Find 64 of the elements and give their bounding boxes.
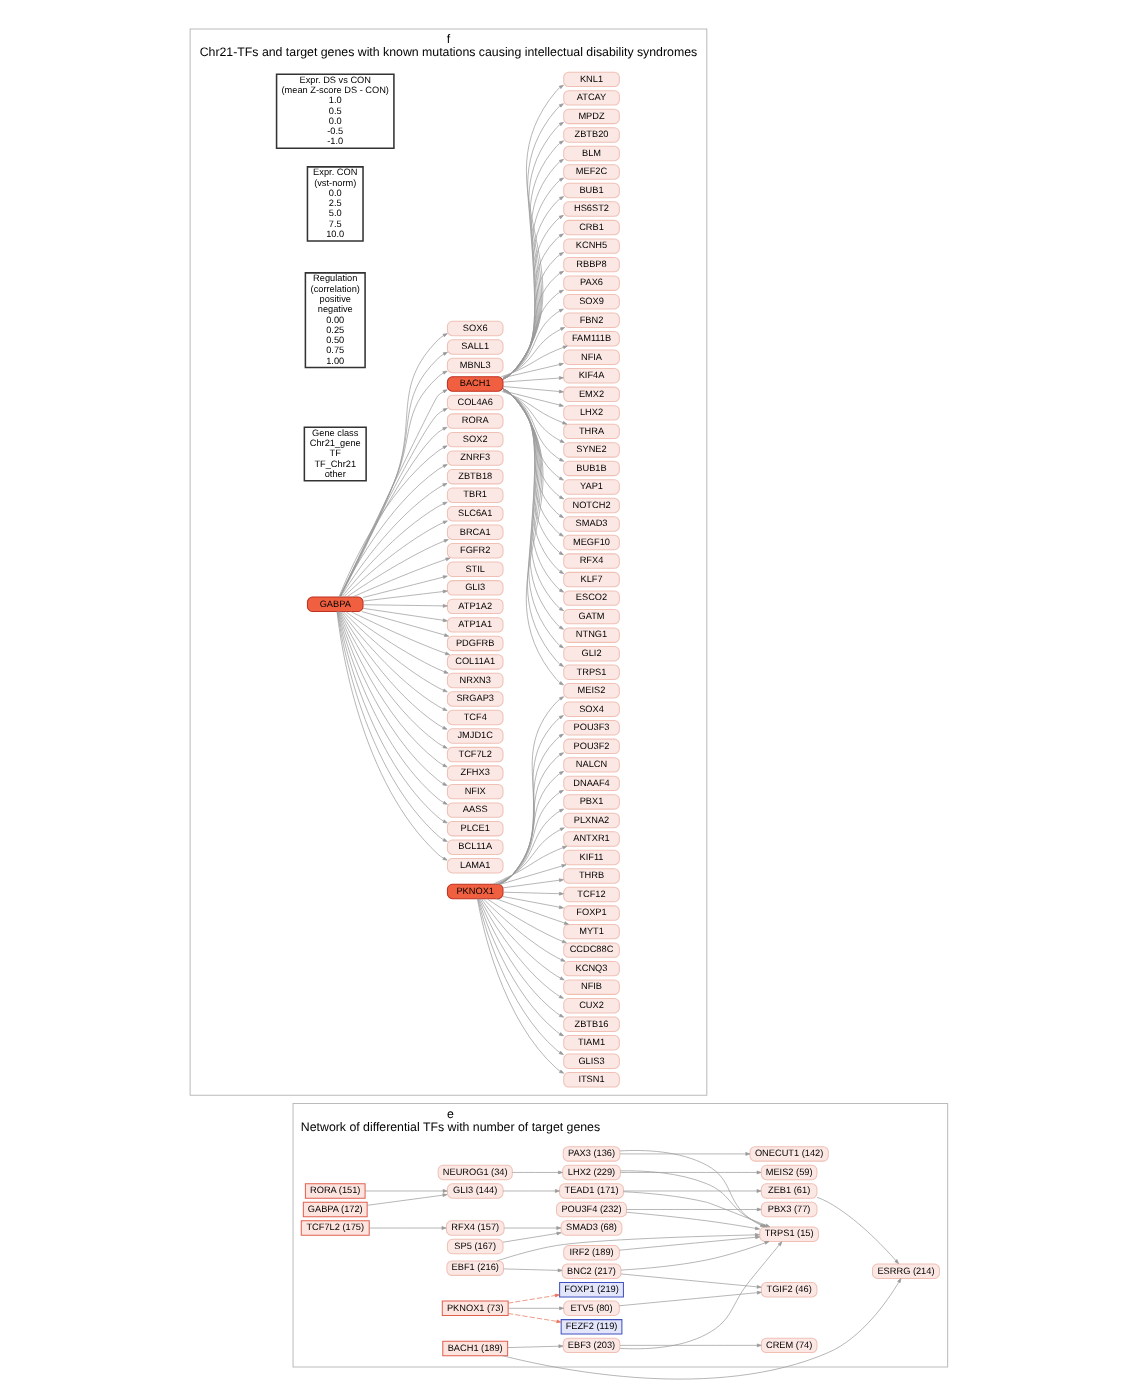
arrow	[501, 1189, 559, 1193]
arrow	[360, 611, 449, 637]
arrow	[342, 520, 447, 597]
arrow	[625, 1211, 759, 1231]
arrow	[340, 611, 447, 711]
arrow	[501, 878, 563, 889]
arrow	[502, 1226, 561, 1230]
arrow	[365, 1193, 447, 1206]
arrow	[619, 1170, 761, 1175]
arrow	[501, 389, 564, 462]
arrow	[618, 1290, 761, 1307]
arrow	[361, 575, 447, 598]
arrow	[511, 1170, 562, 1175]
arrow	[340, 501, 447, 598]
arrow	[618, 1241, 782, 1350]
arrow	[361, 589, 447, 602]
arrow	[618, 1235, 760, 1251]
arrow	[345, 539, 448, 598]
arrow	[499, 345, 567, 378]
arrow	[619, 1273, 761, 1289]
arrow	[618, 1343, 761, 1348]
arrow	[361, 604, 447, 608]
arrow	[351, 557, 450, 598]
arrow	[625, 1207, 761, 1212]
arrow	[501, 327, 565, 378]
arrow	[478, 898, 563, 999]
arrow	[506, 1344, 563, 1348]
arrow	[482, 898, 565, 962]
arrow	[501, 390, 564, 443]
arrow	[485, 898, 566, 944]
arrow	[501, 1231, 561, 1243]
arrow	[507, 1306, 563, 1311]
arrow	[491, 845, 567, 885]
arrow	[501, 376, 563, 383]
arrow	[349, 611, 449, 656]
arrow	[501, 270, 564, 379]
arrow	[502, 1268, 562, 1273]
arrow	[622, 1189, 761, 1193]
arrow	[501, 896, 563, 909]
arrow	[500, 390, 567, 425]
arrow	[496, 789, 563, 885]
arrow	[495, 808, 564, 885]
arrow	[367, 1226, 446, 1230]
arrow	[361, 607, 447, 623]
arrow	[501, 389, 564, 500]
arrow	[619, 1241, 769, 1271]
arrow	[501, 308, 563, 379]
arrow	[342, 611, 447, 693]
arrow	[507, 1293, 559, 1304]
arrow	[479, 898, 564, 981]
arrow	[499, 864, 566, 885]
arrow	[502, 289, 563, 379]
arrow	[618, 1152, 750, 1156]
arrow	[815, 1196, 898, 1264]
arrow	[501, 386, 563, 394]
arrow	[501, 891, 563, 896]
arrow	[494, 898, 568, 925]
arrow	[363, 1189, 447, 1193]
arrow	[497, 771, 564, 885]
arrow	[501, 389, 563, 481]
arrow	[344, 611, 448, 674]
arrow	[501, 390, 563, 407]
arrow	[493, 827, 564, 885]
arrow	[507, 1313, 561, 1324]
